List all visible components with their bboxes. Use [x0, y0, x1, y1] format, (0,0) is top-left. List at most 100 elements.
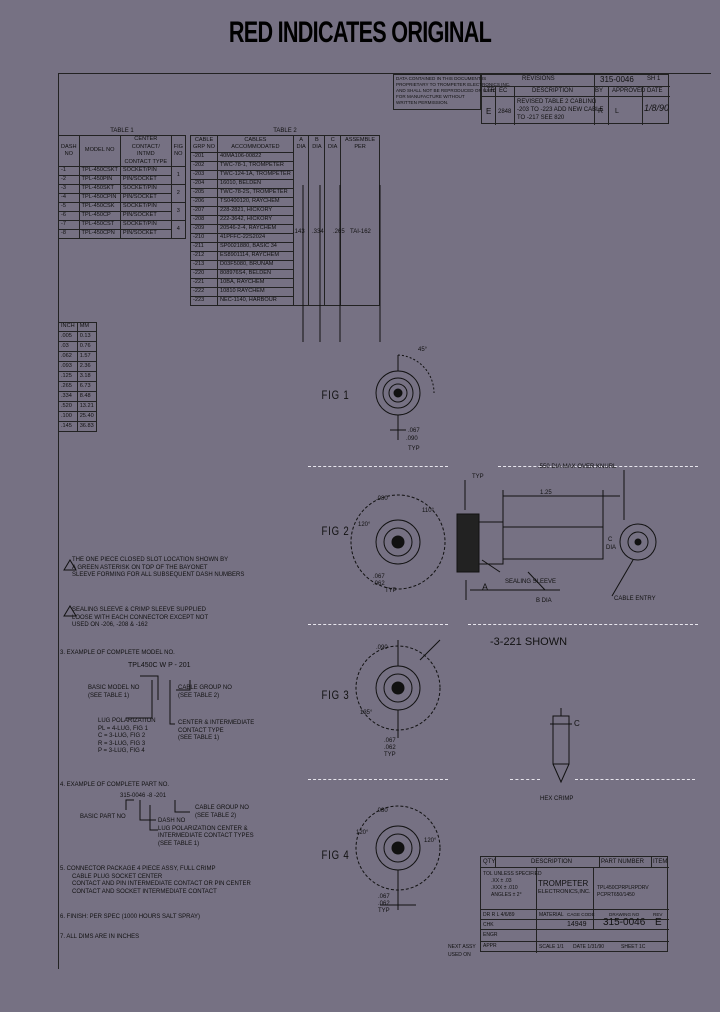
- note-line: USED ON -206, -208 & -162: [72, 622, 148, 628]
- revisions-sheet: SH 1: [647, 76, 661, 82]
- table2-title: TABLE 2: [273, 128, 297, 134]
- table-cell: 36.83: [76, 421, 97, 432]
- fig2-drawing: [350, 470, 657, 600]
- note-line: FOR MANUFACTURE WITHOUT: [396, 94, 465, 99]
- note-line: BASIC MODEL NO: [88, 685, 140, 691]
- table2-a-value: .143: [293, 229, 305, 235]
- rev-col-ec: EC: [499, 88, 508, 94]
- table1: DASH NO MODEL NO CENTER CONTACT/ INTMD C…: [58, 135, 187, 239]
- note-line: DATA CONTAINED IN THIS DOCUMENT IS: [396, 76, 487, 81]
- tb-next-assy: NEXT ASSY: [448, 944, 476, 950]
- note-line: LUG POLARIZATION: [98, 718, 156, 724]
- table-cell: NEC-1140, HARBOUR: [217, 296, 294, 306]
- table1-fig: 4: [170, 220, 187, 239]
- fig4-dim: 120°: [424, 838, 437, 844]
- note-5: 5. CONNECTOR PACKAGE 4 PIECE ASSY, FULL …: [60, 866, 251, 896]
- note-line: INTERMEDIATE CONTACT TYPES: [158, 833, 254, 839]
- section-divider: [498, 466, 698, 467]
- note-line: (SEE TABLE 1): [178, 735, 220, 741]
- table1-header: CENTER CONTACT/ INTMD CONTACT TYPE: [119, 135, 172, 167]
- section-divider: [308, 466, 448, 467]
- page-title: RED INDICATES ORIGINAL: [228, 16, 492, 49]
- tb-tol-line: ANGLES ± 2°: [491, 892, 522, 898]
- title-block: QTY DESCRIPTION PART NUMBER ITEM TOL UNL…: [480, 856, 669, 953]
- tb-tol-line: TOL UNLESS SPECIFIED: [483, 871, 542, 877]
- tb-appr: APPR: [483, 943, 497, 949]
- tb-material: MATERIAL: [539, 912, 564, 918]
- rev-approved-value: L: [615, 108, 619, 115]
- fig1-dim: TYP: [408, 446, 420, 452]
- note-line: CONTACT AND SOCKET INTERMEDIATE CONTACT: [72, 888, 217, 895]
- note-line: CENTER & INTERMEDIATE: [178, 720, 255, 726]
- note-3-center: CENTER & INTERMEDIATE CONTACT TYPE (SEE …: [178, 720, 254, 743]
- hex-crimp-c: C: [574, 719, 580, 728]
- table2-assemble-value: TAI-162: [350, 229, 371, 235]
- note-line: CABLE PLUG SOCKET CENTER: [72, 873, 163, 880]
- table2-header: A DIA: [292, 135, 310, 153]
- tb-cage-label: CAGE CODE: [567, 912, 595, 917]
- note-line: CONTACT AND PIN INTERMEDIATE CONTACT OR …: [72, 881, 251, 887]
- tb-title-line: PCPRT650/1450: [597, 892, 635, 898]
- table-cell: TPL-450CPN: [78, 229, 121, 239]
- tb-title: TPL450CPRPLRPDRV PCPRT650/1450: [597, 885, 649, 899]
- note-4-basic: BASIC PART NO: [80, 814, 126, 820]
- fig4-dim: .067: [378, 894, 390, 900]
- fig2-dim: CABLE ENTRY: [614, 596, 656, 602]
- table1-title: TABLE 1: [110, 128, 134, 134]
- fig2-dim: .067: [373, 574, 385, 580]
- note-line: WRITTEN PERMISSION.: [396, 100, 449, 105]
- table-cell: -223: [190, 296, 218, 306]
- fig2-dim: .550 DIA MAX OVER KNURL: [538, 464, 617, 470]
- section-divider: [510, 779, 540, 780]
- note-line: (SEE TABLE 1): [158, 840, 200, 847]
- tb-description: DESCRIPTION: [531, 859, 573, 865]
- rev-desc-line: TO -217 SEE 820: [517, 115, 565, 121]
- rev-ltr-value: E: [486, 107, 492, 116]
- fig2-dim: DIA: [606, 545, 617, 551]
- tb-item: ITEM: [653, 859, 668, 865]
- table2-header: ASSEMBLE PER: [340, 135, 380, 153]
- note-line: THE ONE PIECE CLOSED SLOT LOCATION SHOWN…: [72, 557, 229, 563]
- tb-chk: CHK: [483, 922, 494, 928]
- fig2-dim: SEALING SLEEVE: [505, 579, 557, 585]
- tb-title-line: TPL450CPRPLRPDRV: [597, 885, 649, 891]
- tb-tolerances: TOL UNLESS SPECIFIED .XX ± .03 .XXX ± .0…: [483, 871, 542, 899]
- table-merged-cell: [340, 152, 380, 306]
- table-cell: PIN/SOCKET: [119, 229, 172, 239]
- note-4-cable: CABLE GROUP NO (SEE TABLE 2): [195, 805, 249, 820]
- note-line: AND SHALL NOT BE REPRODUCED OR USED: [396, 88, 496, 93]
- note-line: R = 3-LUG, FIG 3: [98, 740, 146, 747]
- note-3-basic: BASIC MODEL NO (SEE TABLE 1): [88, 685, 139, 700]
- note-3-cable: CABLE GROUP NO (SEE TABLE 2): [178, 685, 232, 700]
- fig2-dim: TYP: [385, 588, 397, 594]
- hex-crimp-drawing: [550, 708, 572, 784]
- fig3-dim: TYP: [384, 752, 396, 758]
- note-7: 7. ALL DIMS ARE IN INCHES: [60, 934, 140, 940]
- fig4-dim: TYP: [378, 908, 390, 914]
- fig2-dim: A: [482, 582, 489, 592]
- tb-rev-label: REV: [653, 912, 663, 917]
- fig2-dim: 120°: [358, 522, 371, 528]
- tb-company: TROMPETER ELECTRONICS,INC.: [538, 879, 591, 896]
- note-line: P = 3-LUG, FIG 4: [98, 748, 145, 754]
- note-2: SEALING SLEEVE & CRIMP SLEEVE SUPPLIED L…: [72, 607, 208, 630]
- note-4-code: 315-0046 -8 -201: [120, 793, 167, 799]
- fig4-dim: .080: [376, 808, 388, 814]
- fig3-label: FIG 3: [321, 688, 350, 702]
- section-divider: [468, 624, 698, 625]
- note-line: SEALING SLEEVE & CRIMP SLEEVE SUPPLIED: [72, 607, 206, 613]
- table2-container: TABLE 2 CABLE GRP NO CABLES ACCOMMODATED…: [190, 128, 380, 306]
- tb-company-line: TROMPETER: [538, 879, 589, 888]
- note-line: SLEEVE FORMING FOR ALL SUBSEQUENT DASH N…: [72, 572, 245, 578]
- tb-engr: ENGR: [483, 932, 498, 938]
- fig2-dim: B DIA: [536, 598, 552, 604]
- tb-scale: SCALE 1/1: [539, 944, 564, 950]
- rev-ec-value: 2848: [498, 109, 512, 115]
- note-line: PL = 4-LUG, FIG 1: [98, 725, 148, 732]
- fig4-dim: .062: [378, 901, 390, 907]
- rev-col-desc: DESCRIPTION: [532, 88, 574, 94]
